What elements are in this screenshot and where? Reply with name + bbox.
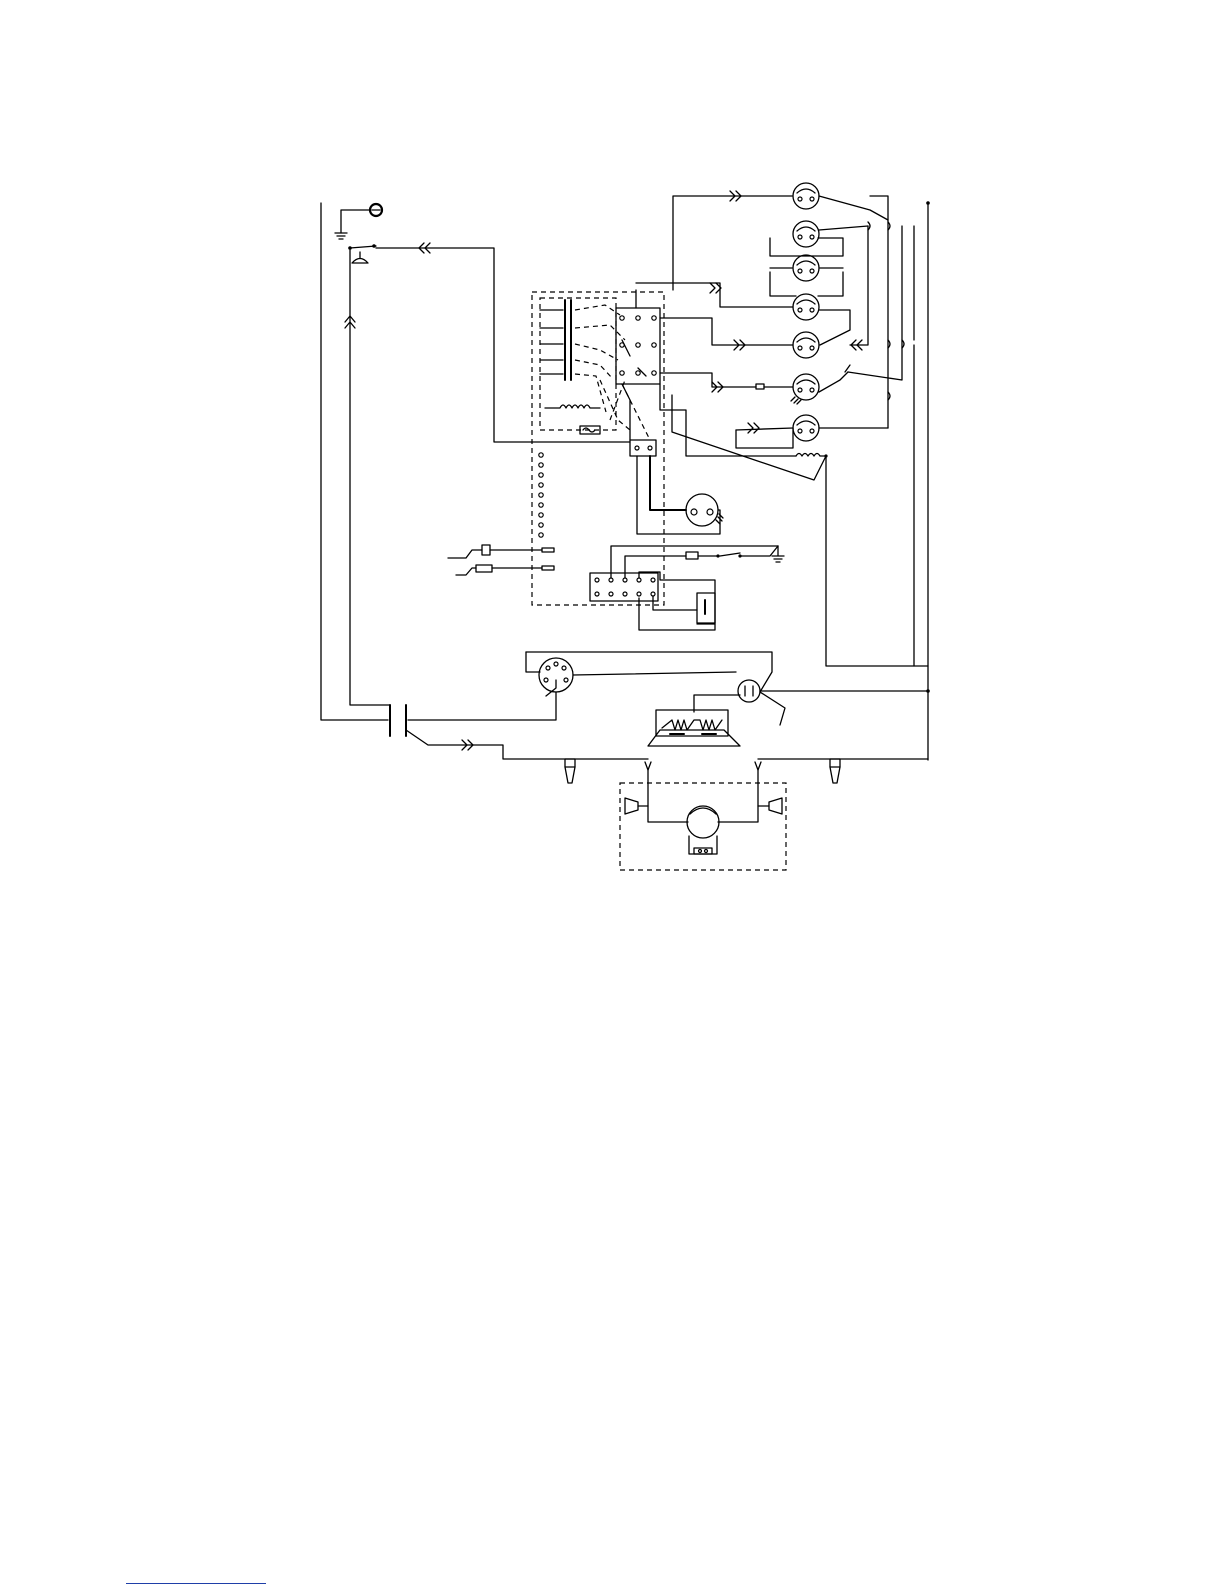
indicator-lights-strip xyxy=(539,453,543,537)
door-switch xyxy=(345,244,390,705)
fan-motor-assembly xyxy=(620,770,786,870)
main-power-switch xyxy=(390,705,648,759)
door-switch-wire xyxy=(376,243,630,442)
thermistor-probe xyxy=(448,545,554,575)
left-supply-line xyxy=(321,203,388,720)
ground-terminal xyxy=(335,204,382,239)
heater-element xyxy=(648,680,930,746)
terminal-block xyxy=(590,573,658,601)
connector-plugs xyxy=(565,759,928,783)
control-board xyxy=(532,292,664,605)
